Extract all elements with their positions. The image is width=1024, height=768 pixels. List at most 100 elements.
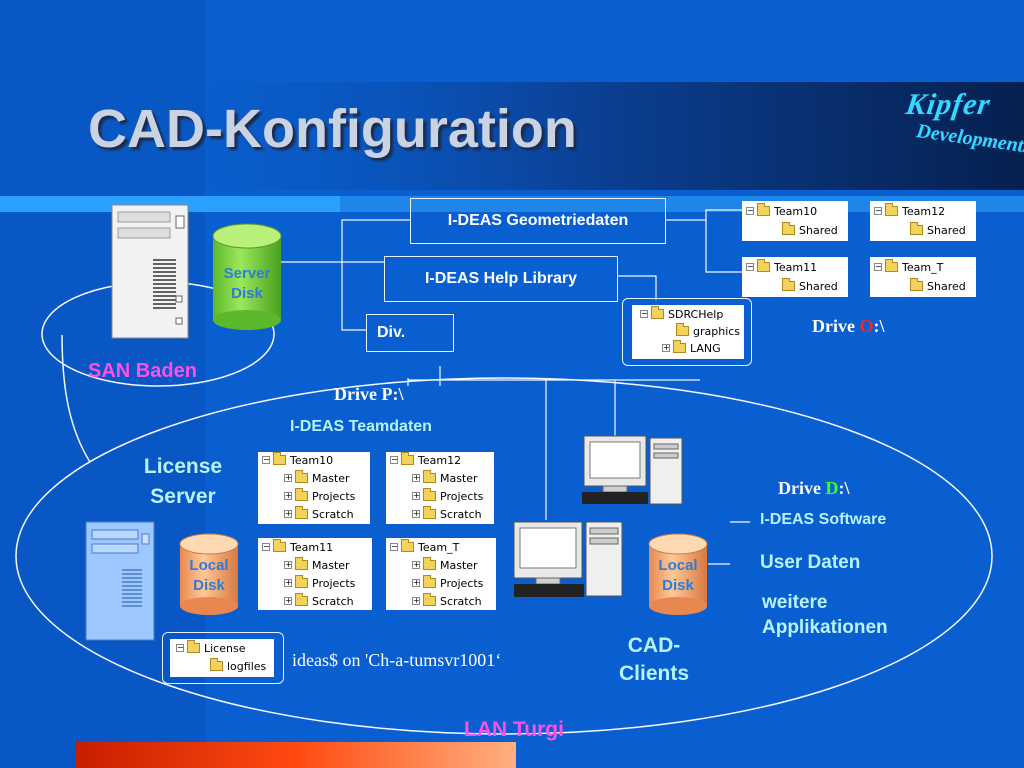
box-geometriedaten: I-DEAS Geometriedaten	[410, 198, 666, 244]
tree-team10-shared: −Team10 Shared	[742, 201, 848, 241]
tree-root: License	[204, 641, 246, 655]
folder-icon	[423, 575, 436, 588]
drive-d-prefix: Drive	[778, 478, 826, 498]
drive-d-weitere: weitere Applikationen	[762, 590, 888, 640]
folder-icon	[423, 470, 436, 483]
folder-icon	[295, 506, 308, 519]
tree-team-t: −Team_T +Master +Projects +Scratch	[386, 538, 496, 610]
drive-o-suffix: :\	[873, 316, 885, 336]
server-disk-icon	[212, 223, 282, 330]
tree-team11-shared: −Team11 Shared	[742, 257, 848, 297]
tree-child: Scratch	[312, 507, 354, 521]
logo-line-1: Kipfer	[903, 88, 993, 121]
drive-d-letter: D	[825, 478, 839, 498]
tree-team12-shared: −Team12 Shared	[870, 201, 976, 241]
drive-d-user-daten: User Daten	[760, 552, 861, 573]
drive-o-prefix: Drive	[812, 316, 860, 336]
sdrc-frame	[622, 298, 752, 366]
tree-license: −License logfiles	[170, 639, 274, 677]
tree-root: Team10	[290, 453, 334, 467]
folder-icon	[757, 259, 770, 272]
tree-root: Team11	[290, 540, 334, 554]
tree-root: Team11	[774, 260, 818, 274]
local-disk-client-label: Local Disk	[641, 556, 715, 596]
drive-d-label: Drive D:\	[778, 478, 849, 499]
tree-team11: −Team11 +Master +Projects +Scratch	[258, 538, 372, 610]
tree-child: Shared	[927, 223, 966, 237]
tree-child: Master	[312, 471, 350, 485]
tree-child: Projects	[312, 489, 356, 503]
license-server-tower-icon	[85, 521, 155, 641]
server-tower-icon	[111, 204, 189, 339]
tree-child: Master	[440, 558, 478, 572]
page-title: CAD-Konfiguration	[88, 99, 577, 159]
server-disk-line-2: Disk	[231, 285, 263, 302]
drive-o-label: Drive O:\	[812, 316, 885, 337]
box-div: Div.	[366, 314, 454, 352]
folder-icon	[295, 488, 308, 501]
license-server-line-1: License	[143, 455, 223, 478]
drive-o-letter: O	[859, 316, 874, 336]
tree-sdrchelp: −SDRCHelp graphics +LANG	[632, 305, 744, 359]
local-disk-license-icon	[179, 533, 239, 615]
folder-icon	[423, 557, 436, 570]
ideas-share-label: ideas$ on 'Ch-a-tumsvr1001‘	[292, 650, 502, 670]
workstation-icon-2	[513, 521, 623, 597]
server-disk-line-1: Server	[223, 265, 271, 282]
local-disk-client-icon	[648, 533, 708, 615]
folder-icon	[910, 278, 923, 291]
workstation-icon-1	[582, 435, 683, 505]
tree-child: logfiles	[227, 659, 267, 673]
cad-clients-label: CAD- Clients	[604, 632, 704, 688]
drive-p-label: Drive P:\	[334, 384, 404, 404]
tree-root: Team_T	[902, 260, 944, 274]
folder-icon	[187, 640, 200, 653]
folder-icon	[273, 452, 286, 465]
logo-line-2: Developments	[915, 120, 1024, 158]
tree-child: Master	[440, 471, 478, 485]
san-label: SAN Baden	[88, 360, 197, 382]
folder-icon	[210, 658, 223, 671]
tree-child: Master	[312, 558, 350, 572]
folder-icon	[401, 539, 414, 552]
folder-icon	[423, 506, 436, 519]
tree-child: Shared	[799, 223, 838, 237]
folder-icon	[423, 593, 436, 606]
tree-child: Scratch	[312, 594, 354, 608]
local-disk-client-line-1: Local	[658, 557, 698, 574]
tree-child: Projects	[440, 489, 484, 503]
tree-child: Shared	[799, 279, 838, 293]
tree-child: LANG	[690, 341, 721, 355]
company-logo: Kipfer Developments	[902, 88, 1024, 168]
drive-d-suffix: :\	[838, 478, 850, 498]
tree-team10: −Team10 +Master +Projects +Scratch	[258, 452, 370, 524]
tree-team-t-shared: −Team_T Shared	[870, 257, 976, 297]
tree-child: Scratch	[440, 594, 482, 608]
local-disk-line-1: Local	[189, 557, 229, 574]
tree-root: Team10	[774, 204, 818, 218]
license-server-label: License Server	[130, 452, 236, 512]
local-disk-line-2: Disk	[193, 577, 225, 594]
tree-child: Projects	[440, 576, 484, 590]
tree-root: Team12	[418, 453, 462, 467]
folder-icon	[782, 222, 795, 235]
server-disk-label: Server Disk	[207, 264, 287, 304]
folder-icon	[757, 203, 770, 216]
folder-icon	[273, 539, 286, 552]
folder-icon	[651, 306, 664, 319]
tree-child: graphics	[693, 324, 741, 338]
lan-label: LAN Turgi	[464, 718, 564, 741]
folder-icon	[910, 222, 923, 235]
drive-d-software: I-DEAS Software	[760, 511, 887, 528]
license-server-line-2: Server	[150, 485, 216, 508]
folder-icon	[295, 557, 308, 570]
license-frame	[162, 632, 284, 684]
teamdaten-label: I-DEAS Teamdaten	[290, 418, 432, 435]
folder-icon	[295, 575, 308, 588]
folder-icon	[295, 593, 308, 606]
tree-child: Scratch	[440, 507, 482, 521]
folder-icon	[295, 470, 308, 483]
folder-icon	[423, 488, 436, 501]
folder-icon	[782, 278, 795, 291]
